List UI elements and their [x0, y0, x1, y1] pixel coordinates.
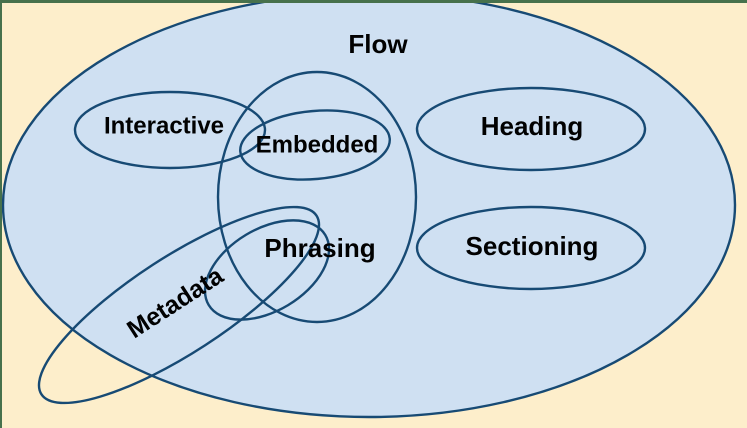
set-ellipse-interactive[interactable]: [73, 90, 267, 170]
set-ellipse-phrasing-inner[interactable]: [188, 200, 347, 340]
set-label-phrasing: Phrasing: [264, 233, 375, 263]
frame-top-border: [0, 0, 747, 3]
set-label-flow: Flow: [348, 29, 408, 59]
set-ellipse-heading[interactable]: [415, 86, 647, 172]
set-ellipse-sectioning[interactable]: [415, 205, 647, 291]
set-label-heading: Heading: [481, 111, 584, 141]
set-ellipse-flow[interactable]: [1, 0, 737, 419]
set-ellipse-phrasing[interactable]: [216, 70, 418, 324]
set-label-interactive: Interactive: [104, 112, 224, 139]
set-ellipse-metadata[interactable]: [15, 175, 342, 428]
set-label-embedded: Embedded: [256, 131, 379, 158]
set-label-sectioning: Sectioning: [466, 231, 599, 261]
set-ellipse-embedded[interactable]: [237, 105, 392, 186]
frame-left-border: [0, 0, 2, 428]
